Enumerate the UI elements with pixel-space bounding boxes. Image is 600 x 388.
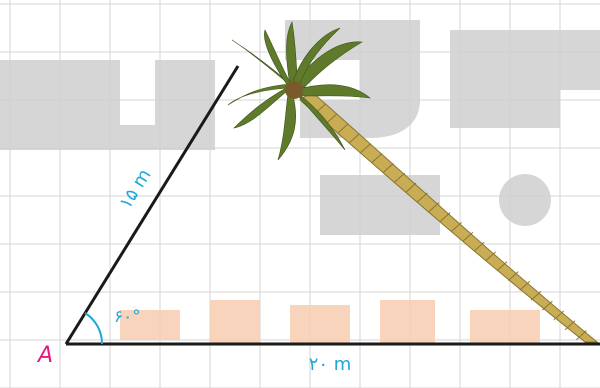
base-side-label: ۲۰ m — [309, 354, 352, 375]
trunk-ring — [451, 222, 462, 232]
trunk-ring — [553, 310, 565, 321]
trunk-ring — [507, 271, 519, 281]
angle-arc — [84, 312, 104, 345]
trunk-ring — [439, 212, 451, 222]
trunk-ring — [360, 143, 371, 154]
trunk-ring — [383, 162, 394, 173]
trunk-ring — [462, 231, 474, 242]
trunk-ring — [473, 241, 485, 252]
trunk-ring — [348, 133, 360, 144]
trunk-ring — [564, 320, 576, 331]
trunk-ring — [417, 192, 428, 203]
trunk-ring — [337, 123, 349, 134]
trunk-ring — [326, 113, 337, 124]
trunk-ring — [530, 290, 542, 301]
trunk-ring — [428, 202, 440, 213]
trunk-ring — [542, 300, 553, 311]
trunk-ring — [576, 330, 587, 340]
slanted-side — [64, 65, 240, 345]
trunk-ring — [485, 251, 496, 262]
trunk-ring — [405, 182, 417, 193]
angle-label: ۶۰° — [114, 307, 141, 327]
trunk-ring — [519, 281, 531, 291]
trunk-ring — [496, 261, 508, 272]
slanted-side-label: ۱۵ m — [115, 165, 155, 212]
trunk-ring — [394, 172, 406, 183]
trunk-ring — [371, 153, 383, 163]
palm-tree-icon — [227, 21, 599, 343]
vertex-label: A — [36, 343, 53, 368]
